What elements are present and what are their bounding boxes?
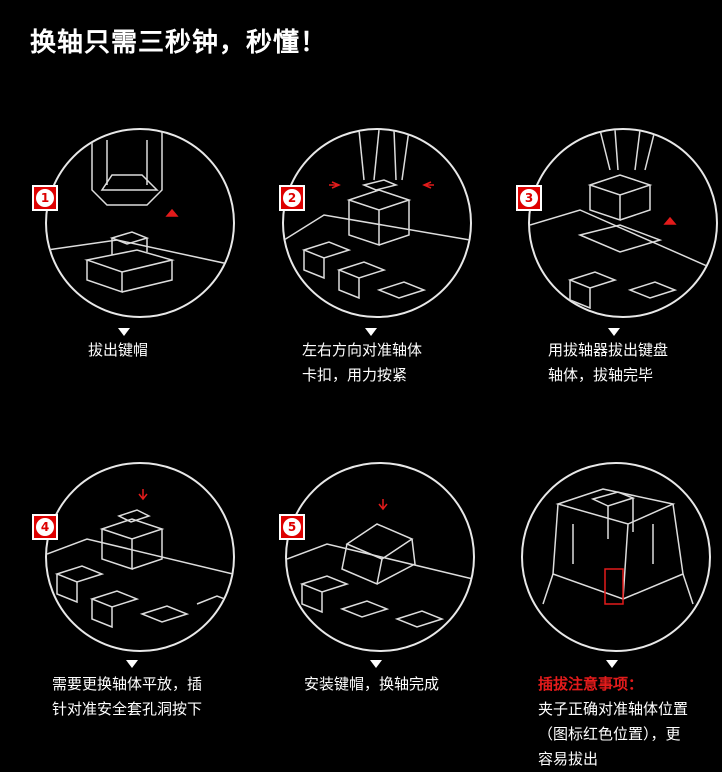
step-5-caption-line: 安装键帽，换轴完成 xyxy=(304,675,440,693)
step-1-number-badge: 1 xyxy=(32,185,58,211)
step-4-caption: 需要更换轴体平放，插 针对准安全套孔洞按下 xyxy=(52,672,202,722)
page-title: 换轴只需三秒钟，秒懂！ xyxy=(30,28,328,58)
step-1-caption: 拔出键帽 xyxy=(88,338,148,363)
step-3-caption: 用拔轴器拔出键盘 轴体，拔轴完毕 xyxy=(548,338,668,388)
step-2-caption-line-2: 卡扣，用力按紧 xyxy=(302,366,408,384)
step-2-caption-line-1: 左右方向对准轴体 xyxy=(302,341,423,359)
step-4-caption-line-1: 需要更换轴体平放，插 xyxy=(52,675,203,693)
step-3-illustration xyxy=(528,128,718,318)
step-4-number: 4 xyxy=(36,518,54,536)
step-3-number-badge: 3 xyxy=(516,185,542,211)
notice-caption: 插拔注意事项： 夹子正确对准轴体位置 （图标红色位置），更 容易拔出 xyxy=(538,672,688,772)
step-2-number-badge: 2 xyxy=(279,185,305,211)
step-1-pointer-icon xyxy=(118,328,130,336)
step-1-illustration xyxy=(45,128,235,318)
notice-line-1: 夹子正确对准轴体位置 xyxy=(538,700,689,718)
step-4-number-badge: 4 xyxy=(32,514,58,540)
notice-line-2: （图标红色位置），更 xyxy=(538,725,681,743)
step-5-number-badge: 5 xyxy=(279,514,305,540)
step-3-caption-line-1: 用拔轴器拔出键盘 xyxy=(548,341,669,359)
step-1-caption-line: 拔出键帽 xyxy=(88,341,149,359)
step-4-illustration xyxy=(45,462,235,652)
step-4-caption-line-2: 针对准安全套孔洞按下 xyxy=(52,700,203,718)
step-5-illustration xyxy=(285,462,475,652)
step-4-pointer-icon xyxy=(126,660,138,668)
step-2-illustration xyxy=(282,128,472,318)
step-3-caption-line-2: 轴体，拔轴完毕 xyxy=(548,366,654,384)
notice-pointer-icon xyxy=(606,660,618,668)
step-2-caption: 左右方向对准轴体 卡扣，用力按紧 xyxy=(302,338,422,388)
step-2-number: 2 xyxy=(283,189,301,207)
step-3-pointer-icon xyxy=(608,328,620,336)
notice-heading: 插拔注意事项： xyxy=(538,675,644,693)
step-5-caption: 安装键帽，换轴完成 xyxy=(304,672,439,697)
step-3-number: 3 xyxy=(520,189,538,207)
step-5-pointer-icon xyxy=(370,660,382,668)
step-1-number: 1 xyxy=(36,189,54,207)
notice-line-3: 容易拔出 xyxy=(538,750,599,768)
notice-illustration xyxy=(521,462,711,652)
step-2-pointer-icon xyxy=(365,328,377,336)
step-5-number: 5 xyxy=(283,518,301,536)
